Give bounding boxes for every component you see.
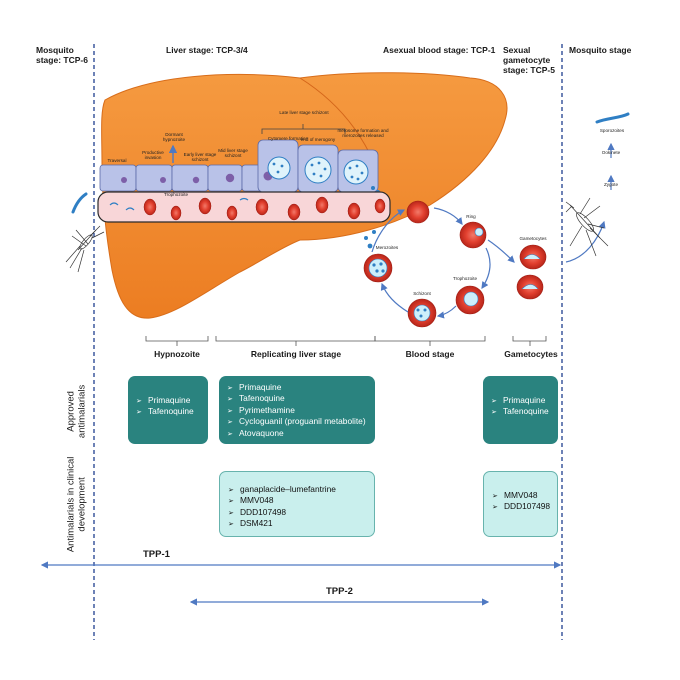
approved-gametocytes-box: Primaquine Tafenoquine: [483, 376, 558, 444]
label-traversal: Traversal: [107, 158, 127, 163]
label-schizont: Schizont: [413, 291, 431, 296]
drug-item: Tafenoquine: [136, 406, 200, 417]
vessel-sporozoites: [109, 197, 249, 211]
approved-replicating-box: Primaquine Tafenoquine Pyrimethamine Cyc…: [219, 376, 375, 444]
header-liver-stage: Liver stage: TCP-3/4: [166, 45, 248, 55]
drug-item: Atovaquone: [227, 428, 367, 439]
gametocytes-cells: [516, 244, 547, 300]
header-mosquito-left: Mosquito stage: TCP-6: [36, 45, 88, 65]
blood-cycle-arrows: [371, 207, 515, 319]
label-dormant-hypnozoite: Dormant hypnozoite: [162, 132, 186, 143]
mosquito-right-icon: [565, 197, 609, 257]
drug-item: ganaplacide–lumefantrine: [228, 484, 366, 495]
blood-vessel: [97, 191, 391, 223]
late-stage-bracket: [261, 124, 346, 134]
label-ookinete: Ookinete: [601, 150, 621, 155]
row-label-approved: Approved antimalarials: [65, 384, 88, 439]
sporozoite-shape: [595, 112, 630, 124]
drug-item: Primaquine: [491, 395, 550, 406]
label-merozoites: Merozoites: [375, 245, 399, 250]
label-merosome: merosome formation and merozoites releas…: [337, 128, 389, 139]
drug-item: Primaquine: [136, 395, 200, 406]
stage-brackets: [145, 336, 547, 346]
drug-item: DDD107498: [492, 501, 550, 512]
label-blood-trophozoite: Trophozoite: [452, 276, 478, 281]
liver-parasites: [121, 156, 380, 196]
label-zygote: Zygote: [603, 182, 619, 187]
label-ring: Ring: [466, 214, 476, 219]
sporozoite-left-shape: [71, 192, 88, 214]
blood-cycle: [363, 200, 487, 328]
drug-item: MMV048: [228, 495, 366, 506]
mosquito-left-icon: [65, 225, 105, 273]
drug-item: Cycloguanil (proguanil metabolite): [227, 416, 367, 427]
drug-item: DSM421: [228, 518, 366, 529]
stage-label-blood: Blood stage: [405, 349, 455, 359]
label-early-schizont: Early liver stage schizont: [183, 152, 217, 163]
drug-item: DDD107498: [228, 507, 366, 518]
header-blood-stage: Asexual blood stage: TCP-1: [383, 45, 496, 55]
stage-label-replicating: Replicating liver stage: [250, 349, 342, 359]
approved-hypnozoite-box: Primaquine Tafenoquine: [128, 376, 208, 444]
header-gametocyte-stage: Sexual gametocyte stage: TCP-5: [503, 45, 555, 75]
tpp1-label: TPP-1: [143, 549, 170, 560]
label-mid-schizont: Mid liver stage schizont: [218, 148, 248, 159]
drug-item: Primaquine: [227, 382, 367, 393]
drug-item: Pyrimethamine: [227, 405, 367, 416]
drug-item: MMV048: [492, 490, 549, 501]
label-gametocytes-cells: Gametocytes: [519, 236, 547, 241]
mosquito-cycle-arrows: [565, 142, 615, 263]
clinical-replicating-box: ganaplacide–lumefantrine MMV048 DDD10749…: [219, 471, 375, 537]
label-end-merogony: end of merogony: [300, 137, 336, 142]
stage-label-gametocytes: Gametocytes: [504, 349, 558, 359]
label-productive-invasion: Productive invasion: [142, 150, 164, 161]
drug-item: Tafenoquine: [227, 393, 367, 404]
vessel-rbcs: [143, 196, 386, 221]
label-trophozoite: Trophozoite: [163, 192, 189, 197]
row-label-clinical: Antimalarials in clinical development: [65, 456, 88, 553]
drug-item: Tafenoquine: [491, 406, 550, 417]
stage-label-hypnozoite: Hypnozoite: [154, 349, 200, 359]
label-sporozoites: Sporozoites: [599, 128, 625, 133]
label-late-schizont: Late liver stage schizont: [279, 110, 329, 115]
clinical-gametocytes-box: MMV048 DDD107498: [483, 471, 558, 537]
header-mosquito-right: Mosquito stage: [569, 45, 632, 55]
tpp2-label: TPP-2: [326, 586, 353, 597]
label-cytomere: Cytomere formation: [267, 136, 309, 141]
